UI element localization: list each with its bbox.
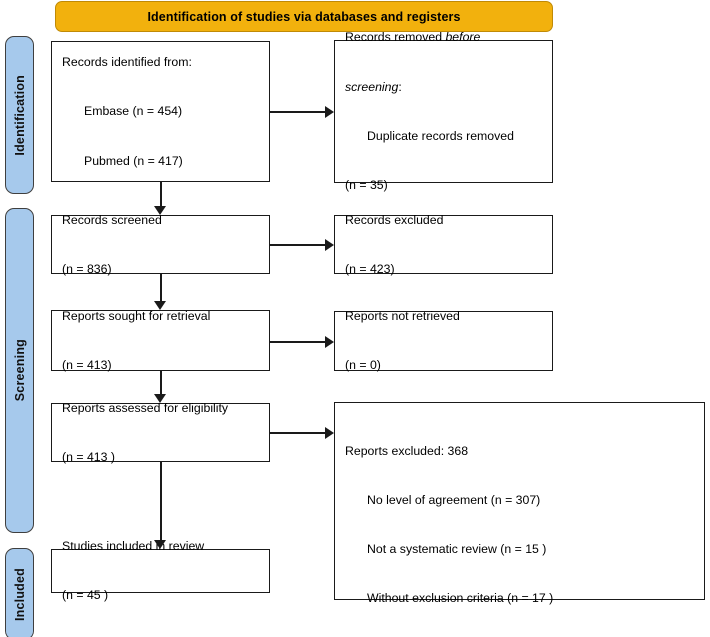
stage-bar-included: Included bbox=[5, 548, 34, 637]
box-reports-not-retrieved-text: Reports not retrieved (n = 0) bbox=[335, 275, 460, 406]
connector-line-screened-to-excluded bbox=[270, 244, 326, 246]
box-reports-not-retrieved: Reports not retrieved (n = 0) bbox=[334, 309, 553, 372]
connector-line-identified-to-screened bbox=[160, 182, 162, 206]
connector-line-identified-to-removed bbox=[270, 111, 326, 113]
reports-excluded-reason: No level of agreement (n = 307) bbox=[367, 493, 541, 508]
connector-line-screened-to-sought bbox=[160, 274, 162, 301]
arrow-down-icon bbox=[154, 301, 166, 310]
stage-label-screening: Screening bbox=[12, 339, 27, 402]
connector-line-sought-to-assessed bbox=[160, 371, 162, 394]
records-identified-embase: Embase (n = 454) bbox=[84, 104, 183, 119]
phase-banner: Identification of studies via databases … bbox=[55, 1, 553, 32]
box-reports-assessed-for-eligibility: Reports assessed for eligibility (n = 41… bbox=[51, 401, 270, 464]
connector-line-assessed-to-included bbox=[160, 462, 162, 540]
records-identified-pubmed: Pubmed (n = 417) bbox=[84, 153, 183, 168]
box-records-excluded: Records excluded (n = 423) bbox=[334, 213, 553, 276]
reports-assessed-count: (n = 413 ) bbox=[62, 449, 115, 464]
connector-line-assessed-to-excluded bbox=[270, 432, 326, 434]
box-records-identified-text: Records identified from: Embase (n = 454… bbox=[52, 21, 192, 201]
studies-included-line1: Studies included in review bbox=[62, 539, 205, 554]
arrow-down-icon bbox=[154, 540, 166, 549]
phase-banner-label: Identification of studies via databases … bbox=[147, 9, 461, 24]
reports-assessed-line1: Reports assessed for eligibility bbox=[62, 400, 229, 415]
box-studies-included-text: Studies included in review (n = 45 ) bbox=[52, 505, 204, 636]
reports-not-retrieved-count: (n = 0) bbox=[345, 358, 381, 373]
arrow-down-icon bbox=[154, 206, 166, 215]
records-removed-duplicates: Duplicate records removed bbox=[367, 128, 514, 143]
stage-bar-screening: Screening bbox=[5, 208, 34, 533]
records-removed-line2: screening: bbox=[345, 79, 514, 95]
box-records-excluded-text: Records excluded (n = 423) bbox=[335, 179, 443, 310]
stage-bar-identification: Identification bbox=[5, 36, 34, 194]
connector-line-sought-to-not-retrieved bbox=[270, 341, 326, 343]
arrow-right-icon bbox=[325, 106, 334, 118]
arrow-right-icon bbox=[325, 427, 334, 439]
box-studies-included-in-review: Studies included in review (n = 45 ) bbox=[51, 539, 270, 602]
box-reports-excluded: Reports excluded: 368 No level of agreem… bbox=[334, 402, 705, 605]
box-reports-excluded-text: Reports excluded: 368 No level of agreem… bbox=[335, 403, 672, 637]
stage-label-identification: Identification bbox=[12, 74, 27, 156]
reports-excluded-header: Reports excluded: 368 bbox=[345, 443, 469, 458]
records-removed-line1: Records removed before bbox=[345, 29, 514, 45]
records-removed-line2-italic: screening bbox=[345, 79, 399, 94]
box-records-removed: Records removed before screening: Duplic… bbox=[334, 30, 553, 192]
records-removed-line1-italic: before bbox=[445, 30, 481, 45]
arrow-right-icon bbox=[325, 336, 334, 348]
reports-excluded-reason: Without exclusion criteria (n = 17 ) bbox=[367, 591, 554, 606]
records-excluded-line1: Records excluded bbox=[345, 212, 444, 227]
records-removed-line2-colon: : bbox=[398, 79, 402, 94]
records-removed-line1-plain: Records removed bbox=[345, 30, 446, 45]
box-records-screened: Records screened (n = 836) bbox=[51, 213, 270, 276]
arrow-right-icon bbox=[325, 239, 334, 251]
records-removed-count: (n = 35) bbox=[345, 178, 388, 193]
arrow-down-icon bbox=[154, 394, 166, 403]
records-identified-line1: Records identified from: bbox=[62, 55, 192, 70]
box-reports-assessed-text: Reports assessed for eligibility (n = 41… bbox=[52, 367, 228, 498]
box-records-identified: Records identified from: Embase (n = 454… bbox=[51, 41, 270, 182]
box-reports-sought-text: Reports sought for retrieval (n = 413) bbox=[52, 275, 210, 406]
box-reports-sought-for-retrieval: Reports sought for retrieval (n = 413) bbox=[51, 309, 270, 372]
reports-excluded-reason: Not a systematic review (n = 15 ) bbox=[367, 542, 547, 557]
stage-label-included: Included bbox=[12, 567, 27, 621]
reports-not-retrieved-line1: Reports not retrieved bbox=[345, 309, 460, 324]
records-excluded-count: (n = 423) bbox=[345, 261, 395, 276]
box-records-screened-text: Records screened (n = 836) bbox=[52, 179, 162, 310]
box-records-removed-text: Records removed before screening: Duplic… bbox=[335, 0, 514, 226]
studies-included-count: (n = 45 ) bbox=[62, 588, 109, 603]
reports-sought-line1: Reports sought for retrieval bbox=[62, 308, 211, 323]
records-screened-count: (n = 836) bbox=[62, 261, 112, 276]
reports-sought-count: (n = 413) bbox=[62, 357, 112, 372]
records-screened-line1: Records screened bbox=[62, 212, 162, 227]
